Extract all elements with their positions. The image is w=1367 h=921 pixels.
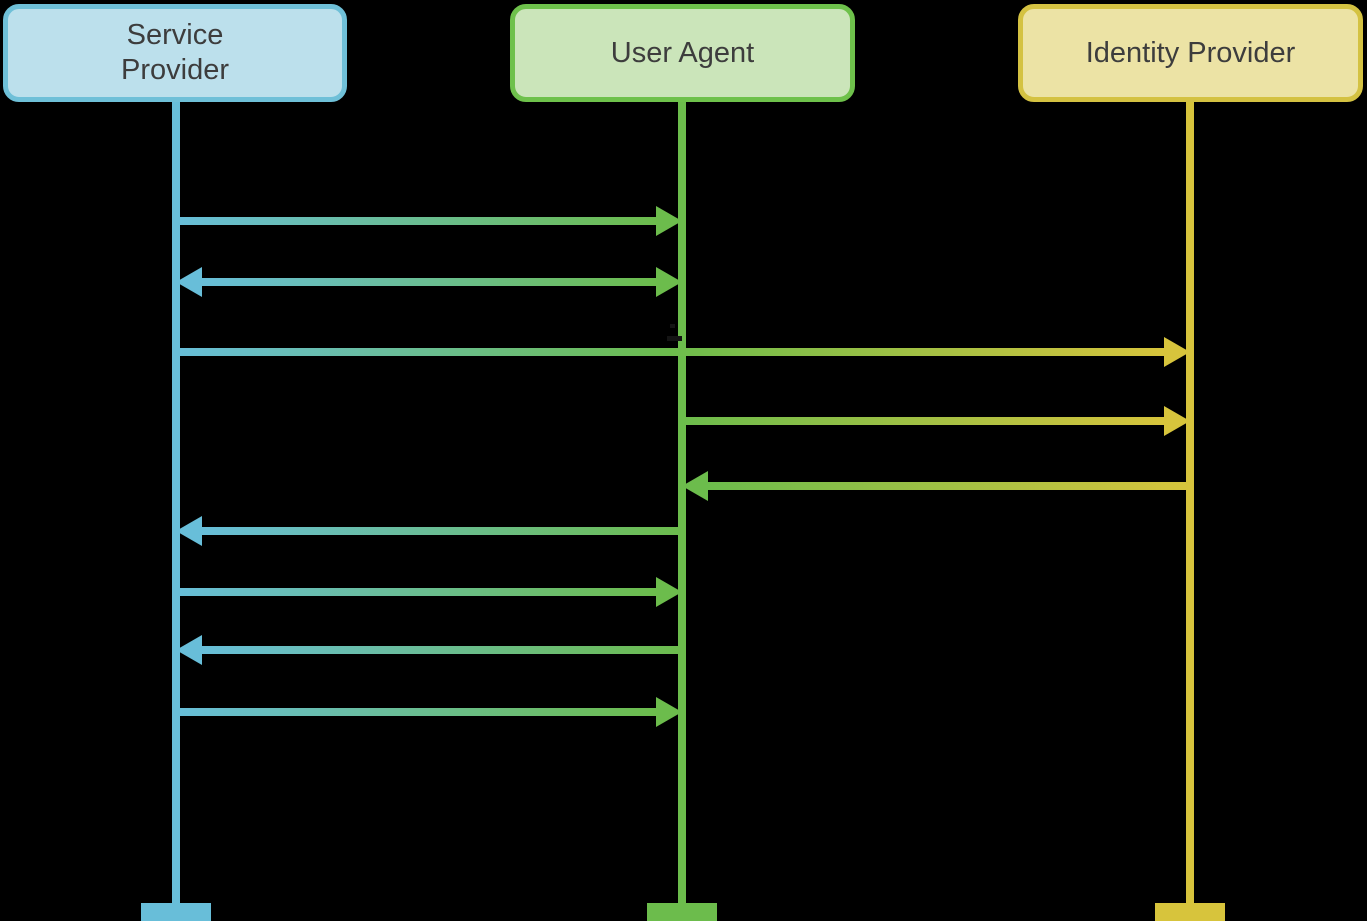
actor-label-identity-provider: Identity Provider <box>1085 36 1296 69</box>
lifeline-user-agent <box>678 100 686 903</box>
lifeline-identity-provider <box>1186 100 1194 903</box>
termination-bar-user-agent <box>647 903 717 921</box>
actor-box-service-provider: Service Provider <box>3 4 347 102</box>
arrowhead-right-icon <box>656 577 682 607</box>
actor-box-identity-provider: Identity Provider <box>1018 4 1363 102</box>
message-arrow-line <box>176 217 656 225</box>
arrowhead-left-icon <box>176 635 202 665</box>
actor-box-user-agent: User Agent <box>510 4 855 102</box>
actor-label-user-agent: User Agent <box>610 36 755 69</box>
message-arrow-line <box>202 646 682 654</box>
message-arrow-line <box>202 527 682 535</box>
termination-bar-identity-provider <box>1155 903 1225 921</box>
message-arrow-line <box>202 278 656 286</box>
termination-bar-service-provider <box>141 903 211 921</box>
message-arrow-line <box>176 708 656 716</box>
stray-text-fragment <box>667 336 682 341</box>
arrowhead-right-icon <box>1164 406 1190 436</box>
actor-label-service-provider: Service Provider <box>121 19 229 86</box>
message-arrow-line <box>176 588 656 596</box>
arrowhead-right-icon <box>1164 337 1190 367</box>
lifeline-service-provider <box>172 100 180 903</box>
message-arrow-line <box>708 482 1190 490</box>
message-arrow-line <box>176 348 1164 356</box>
arrowhead-right-icon <box>656 206 682 236</box>
arrowhead-right-icon <box>656 697 682 727</box>
arrowhead-left-icon <box>176 267 202 297</box>
stray-text-fragment <box>670 324 675 328</box>
arrowhead-left-icon <box>682 471 708 501</box>
arrowhead-right-icon <box>656 267 682 297</box>
message-arrow-line <box>682 417 1164 425</box>
arrowhead-left-icon <box>176 516 202 546</box>
